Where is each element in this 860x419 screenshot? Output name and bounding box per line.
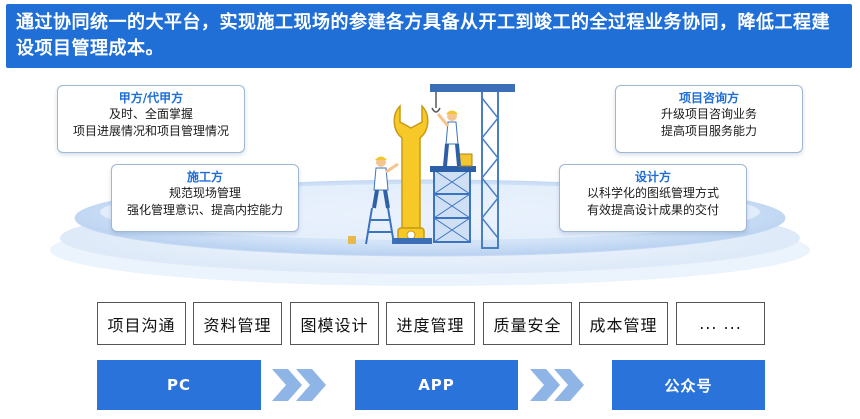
callout-consultant-line-2: 提高项目服务能力: [660, 124, 757, 138]
callout-owner: 甲方/代甲方 及时、全面掌握 项目进展情况和项目管理情况: [57, 85, 245, 153]
callout-consultant-title: 项目咨询方: [678, 91, 739, 105]
header-banner: 通过协同统一的大平台，实现施工现场的参建各方具备从开工到竣工的全过程业务协同，降…: [6, 4, 852, 68]
callout-contractor-title: 施工方: [186, 170, 223, 184]
double-chevron-icon: [530, 369, 584, 401]
callout-designer-line-2: 有效提高设计成果的交付: [586, 203, 719, 217]
double-chevron-icon: [272, 369, 326, 401]
callout-designer: 设计方 以科学化的图纸管理方式 有效提高设计成果的交付: [559, 164, 747, 232]
callout-owner-line-1: 及时、全面掌握: [108, 107, 193, 121]
wrench-icon: [392, 104, 432, 244]
module-cost-management[interactable]: 成本管理: [579, 302, 668, 345]
callout-owner-line-2: 项目进展情况和项目管理情况: [72, 124, 229, 138]
module-schedule-management[interactable]: 进度管理: [386, 302, 475, 345]
callout-owner-title: 甲方/代甲方: [118, 91, 184, 105]
crane-tower: [430, 84, 515, 249]
callout-contractor: 施工方 规范现场管理 强化管理意识、提高内控能力: [111, 164, 299, 232]
callout-designer-title: 设计方: [634, 170, 671, 184]
platform-app[interactable]: APP: [355, 360, 518, 410]
callout-consultant-line-1: 升级项目咨询业务: [660, 107, 757, 121]
worker-on-ladder: [348, 156, 399, 245]
module-model-design[interactable]: 图模设计: [290, 302, 379, 345]
callout-contractor-line-1: 规范现场管理: [168, 186, 241, 200]
module-more[interactable]: ... ...: [676, 302, 765, 345]
banner-text: 通过协同统一的大平台，实现施工现场的参建各方具备从开工到竣工的全过程业务协同，降…: [16, 12, 830, 59]
platform-pc[interactable]: PC: [97, 360, 261, 410]
callout-consultant: 项目咨询方 升级项目咨询业务 提高项目服务能力: [615, 85, 803, 153]
platform-official-account[interactable]: 公众号: [612, 360, 765, 410]
module-quality-safety[interactable]: 质量安全: [483, 302, 572, 345]
module-document-management[interactable]: 资料管理: [193, 302, 282, 345]
worker-on-scaffold: [436, 110, 461, 167]
callout-designer-line-1: 以科学化的图纸管理方式: [586, 186, 719, 200]
collaboration-scene: 甲方/代甲方 及时、全面掌握 项目进展情况和项目管理情况 施工方 规范现场管理 …: [0, 78, 860, 290]
callout-contractor-line-2: 强化管理意识、提高内控能力: [126, 203, 283, 217]
scaffold: [430, 153, 476, 243]
module-project-communication[interactable]: 项目沟通: [97, 302, 186, 345]
